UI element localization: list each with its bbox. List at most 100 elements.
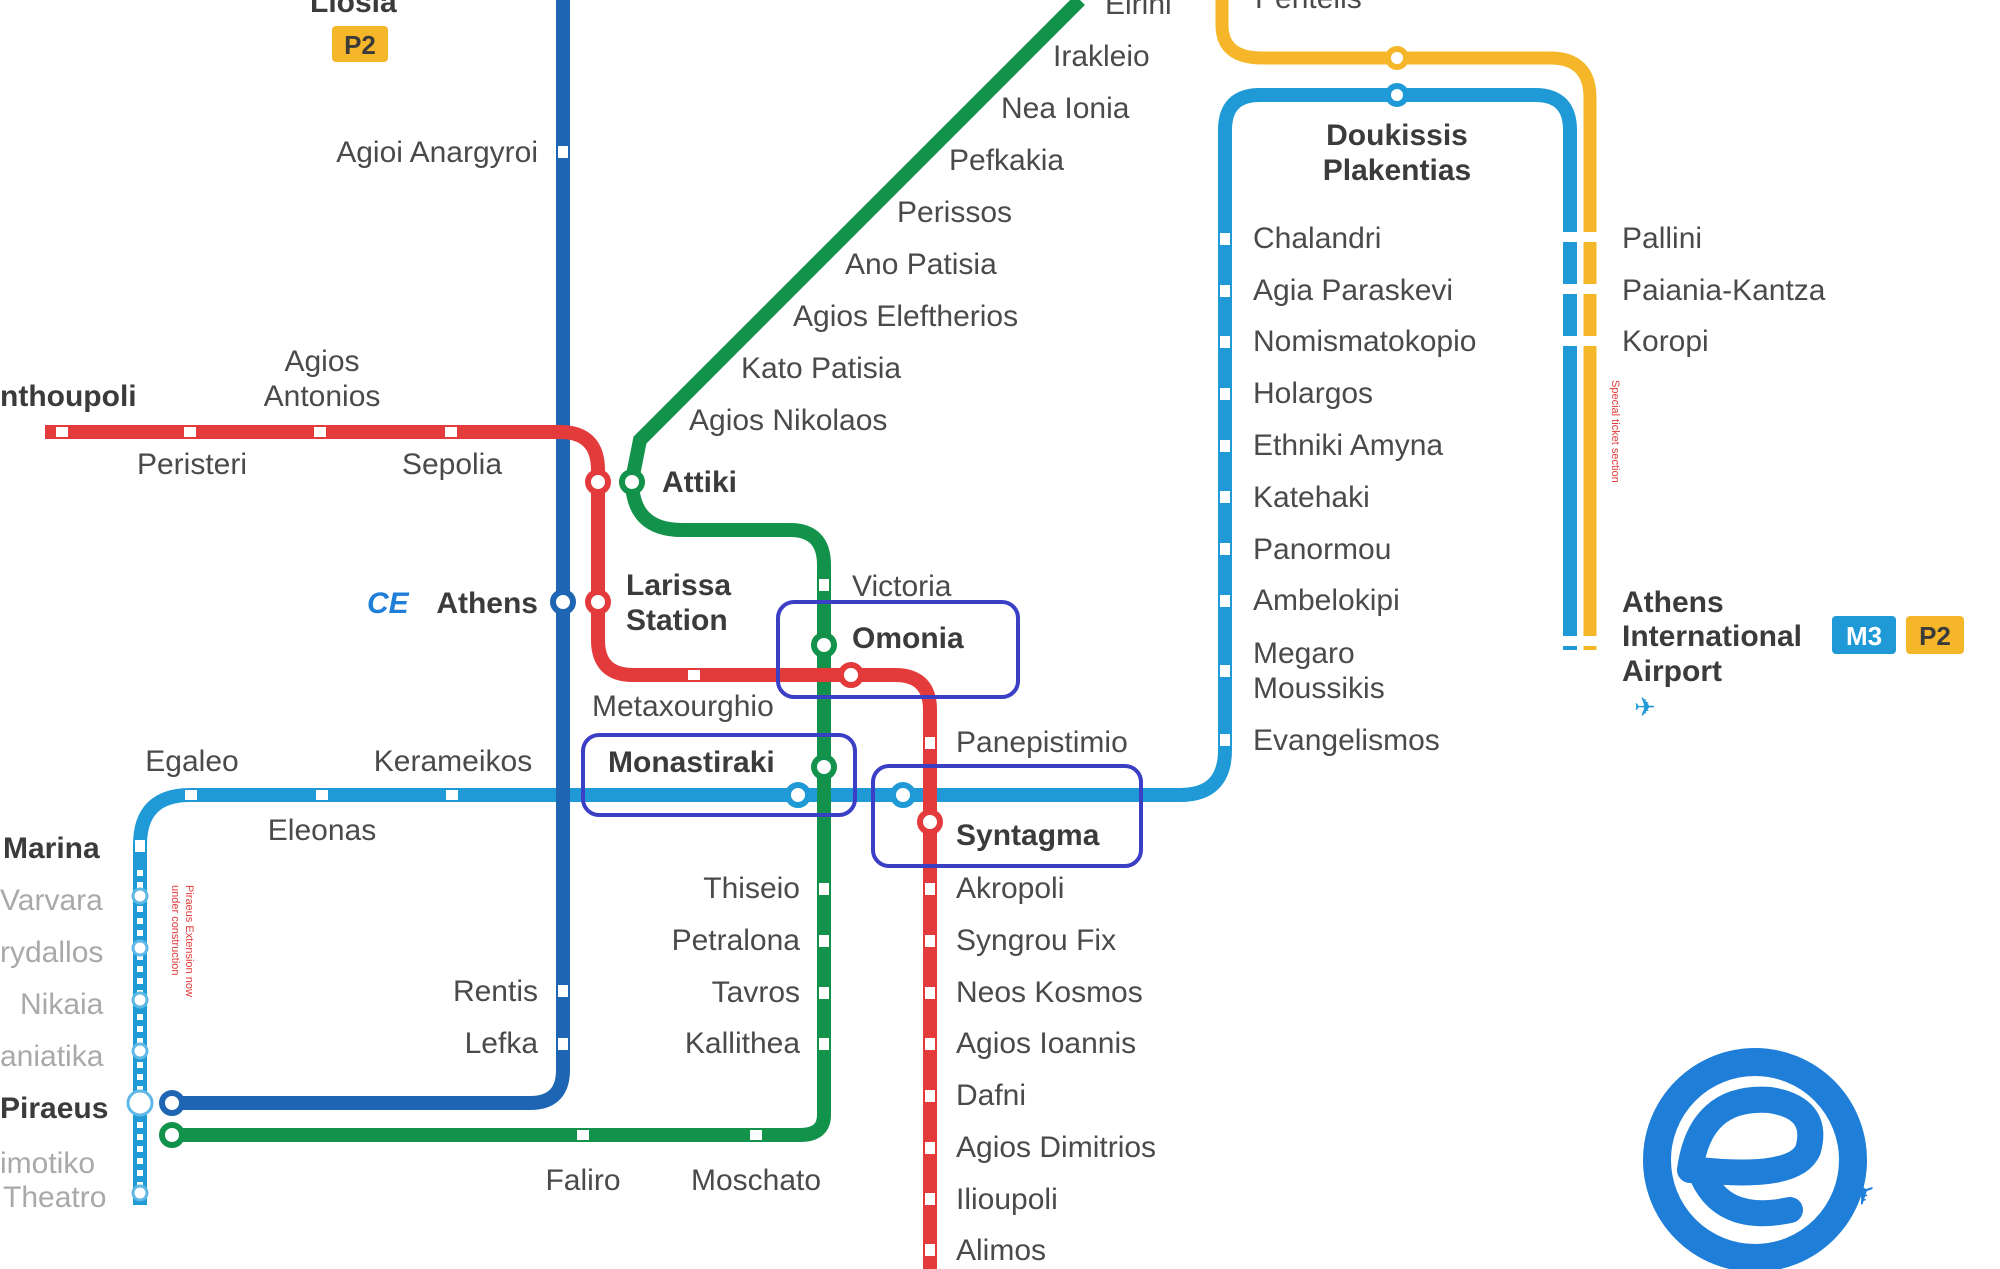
station-dot xyxy=(135,840,145,852)
label-dimotiko-2: Theatro xyxy=(3,1181,106,1214)
station-dot xyxy=(762,281,778,298)
label-agios-ioannis: Agios Ioannis xyxy=(956,1027,1136,1060)
label-varvara: Varvara xyxy=(0,884,103,917)
station-dot xyxy=(1220,595,1230,607)
badge-p2-airport: P2 xyxy=(1906,616,1964,654)
station-dot xyxy=(925,737,935,749)
interchanges xyxy=(159,46,1409,1148)
label-victoria: Victoria xyxy=(852,570,952,603)
interchange-syntagma-red xyxy=(917,809,943,835)
label-athens: Athens xyxy=(436,587,538,620)
station-dot xyxy=(1563,636,1597,646)
label-ilioupoli: Ilioupoli xyxy=(956,1183,1058,1216)
label-nomismatokopio: Nomismatokopio xyxy=(1253,325,1476,358)
e-logo-icon: ✈ xyxy=(1643,1048,1882,1269)
label-panepistimio: Panepistimio xyxy=(956,726,1128,759)
station-dot xyxy=(1220,285,1230,297)
station-dot xyxy=(814,229,830,246)
station-dot xyxy=(1022,21,1038,38)
station-dot xyxy=(56,427,68,437)
station-dot xyxy=(1220,665,1230,677)
label-moschato: Moschato xyxy=(691,1164,821,1197)
station-dot xyxy=(184,427,196,437)
label-agioi-anargyroi: Agioi Anargyroi xyxy=(336,136,538,169)
interchange-larissa-red xyxy=(585,589,611,615)
highlight-syntagma xyxy=(871,764,1143,868)
station-dot xyxy=(1563,284,1597,294)
station-dot xyxy=(658,385,674,402)
highlight-boxes xyxy=(581,600,1143,868)
station-dot xyxy=(1220,491,1230,503)
station-dot xyxy=(819,579,829,591)
station-dot xyxy=(185,790,197,800)
station-dot xyxy=(558,146,568,158)
label-anthoupoli: nthoupoli xyxy=(0,380,137,413)
line2-path xyxy=(45,425,937,1269)
station-dot xyxy=(1563,232,1597,242)
interchange-piraeus-green xyxy=(159,1122,185,1148)
label-ano-patisia: Ano Patisia xyxy=(845,248,997,281)
label-paiania: Paiania-Kantza xyxy=(1622,274,1826,307)
station-dot xyxy=(925,1090,935,1102)
label-koropi: Koropi xyxy=(1622,325,1709,358)
station-dot xyxy=(819,935,829,947)
label-doukissis-1: Doukissis xyxy=(1326,119,1468,152)
label-perissos: Perissos xyxy=(897,196,1012,229)
label-agia-paraskevi: Agia Paraskevi xyxy=(1253,274,1453,307)
highlight-omonia xyxy=(776,600,1020,699)
station-dot xyxy=(446,790,458,800)
label-kallithea: Kallithea xyxy=(685,1027,800,1060)
label-airport-2: International xyxy=(1622,620,1802,653)
label-egaleo: Egaleo xyxy=(145,745,238,778)
station-dot xyxy=(750,1130,762,1140)
piraeus-extension-note: Piraeus Extension now under construction xyxy=(169,885,195,997)
label-eirini: Eirini xyxy=(1105,0,1172,21)
label-irakleio: Irakleio xyxy=(1053,40,1150,73)
station-dot xyxy=(925,1193,935,1205)
station-dot xyxy=(131,1184,149,1202)
station-dot xyxy=(925,935,935,947)
label-ethniki-amyna: Ethniki Amyna xyxy=(1253,429,1443,462)
label-nea-ionia: Nea Ionia xyxy=(1001,92,1130,125)
svg-text:P2: P2 xyxy=(1919,621,1951,651)
station-dot xyxy=(1220,388,1230,400)
station-dot xyxy=(710,333,726,350)
station-dot xyxy=(925,883,935,895)
station-dot xyxy=(126,1089,154,1117)
label-panormou: Panormou xyxy=(1253,533,1391,566)
station-dot xyxy=(131,887,149,905)
station-dot xyxy=(577,1130,589,1140)
svg-text:M3: M3 xyxy=(1846,621,1882,651)
station-dot xyxy=(558,985,568,997)
line4-path xyxy=(170,0,1085,1142)
label-doukissis-2: Plakentias xyxy=(1323,154,1471,187)
label-sepolia: Sepolia xyxy=(402,448,502,481)
station-dot xyxy=(1220,336,1230,348)
label-marina: Marina xyxy=(3,832,100,865)
line1-path xyxy=(170,0,570,1110)
line3-path xyxy=(133,88,1577,1205)
label-agios-antonios-1: Agios xyxy=(284,345,359,378)
station-dot xyxy=(314,427,326,437)
label-omonia: Omonia xyxy=(852,622,964,655)
label-monastiraki: Monastiraki xyxy=(608,746,775,779)
label-penteli: Pentelis xyxy=(1255,0,1362,15)
label-thiseio: Thiseio xyxy=(703,872,800,905)
interchange-omonia-red xyxy=(838,662,864,688)
special-ticket-note: Special ticket section xyxy=(1609,380,1621,483)
label-neos-kosmos: Neos Kosmos xyxy=(956,976,1143,1009)
svg-text:Special ticket section: Special ticket section xyxy=(1609,380,1621,483)
station-dot xyxy=(131,1042,149,1060)
interchange-doukissis-blue xyxy=(1385,83,1409,107)
station-dot xyxy=(819,987,829,999)
interchange-attiki-green xyxy=(619,469,645,495)
label-petralona: Petralona xyxy=(672,924,801,957)
interchange-attiki-red xyxy=(585,469,611,495)
airplane-icon: ✈ xyxy=(1634,692,1656,722)
label-dimotiko-1: imotiko xyxy=(0,1147,95,1180)
label-rentis: Rentis xyxy=(453,975,538,1008)
label-holargos: Holargos xyxy=(1253,377,1373,410)
station-dot xyxy=(1220,543,1230,555)
station-dot xyxy=(688,670,700,680)
